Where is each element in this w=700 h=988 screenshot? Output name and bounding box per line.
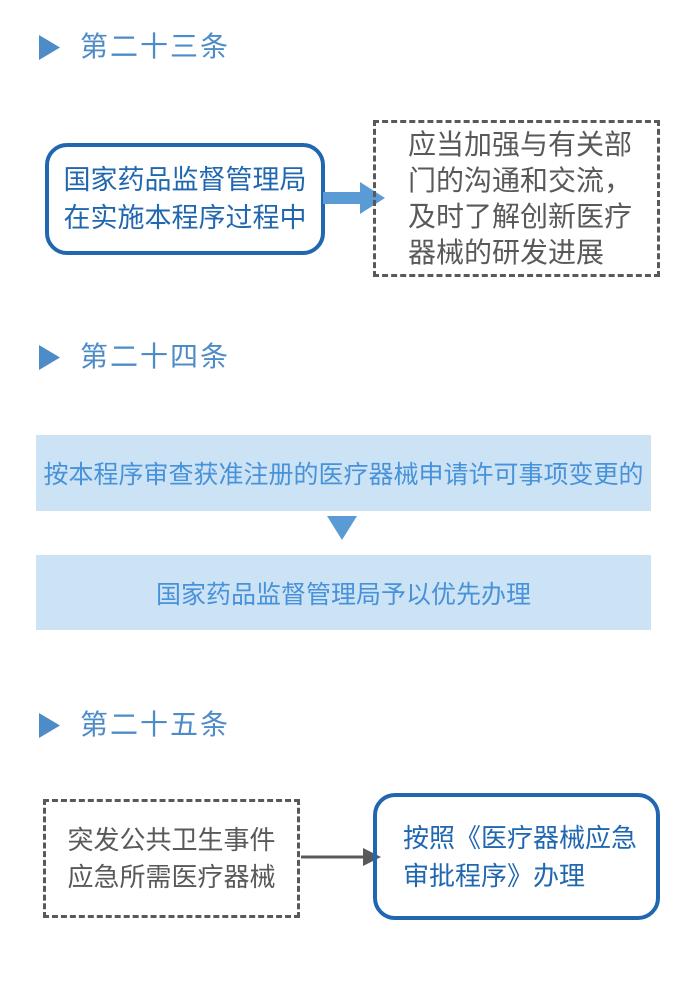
article23-source-text: 国家药品监督管理局 在实施本程序过程中 — [63, 165, 307, 233]
article23-source-box: 国家药品监督管理局 在实施本程序过程中 — [45, 143, 325, 255]
section-heading-article-24: 第二十四条 — [39, 340, 230, 374]
article24-step2-bar: 国家药品监督管理局予以优先办理 — [36, 555, 651, 630]
article23-target-text: 应当加强与有关部 门的沟通和交流， 及时了解创新医疗 器械的研发进展 — [408, 128, 633, 268]
section-heading-label: 第二十四条 — [80, 341, 231, 372]
article25-source-box: 突发公共卫生事件 应急所需医疗器械 — [43, 799, 300, 918]
bullet-triangle-icon — [39, 34, 60, 60]
down-arrow-icon — [327, 516, 357, 540]
bullet-triangle-icon — [39, 344, 60, 370]
block-arrow-right-icon — [323, 182, 385, 214]
article24-step1-text: 按本程序审查获准注册的医疗器械申请许可事项变更的 — [43, 461, 644, 489]
article25-target-box: 按照《医疗器械应急 审批程序》办理 — [373, 793, 660, 920]
article25-target-text: 按照《医疗器械应急 审批程序》办理 — [403, 822, 638, 891]
article23-target-box: 应当加强与有关部 门的沟通和交流， 及时了解创新医疗 器械的研发进展 — [373, 120, 660, 277]
section-heading-article-23: 第二十三条 — [39, 30, 230, 64]
article24-step1-bar: 按本程序审查获准注册的医疗器械申请许可事项变更的 — [36, 435, 651, 511]
thin-arrow-right-icon — [301, 848, 381, 866]
bullet-triangle-icon — [39, 712, 60, 738]
section-heading-label: 第二十五条 — [80, 709, 231, 740]
section-heading-article-25: 第二十五条 — [39, 708, 230, 742]
section-heading-label: 第二十三条 — [80, 31, 231, 62]
article25-source-text: 突发公共卫生事件 应急所需医疗器械 — [67, 824, 276, 892]
article24-step2-text: 国家药品监督管理局予以优先办理 — [155, 580, 531, 609]
